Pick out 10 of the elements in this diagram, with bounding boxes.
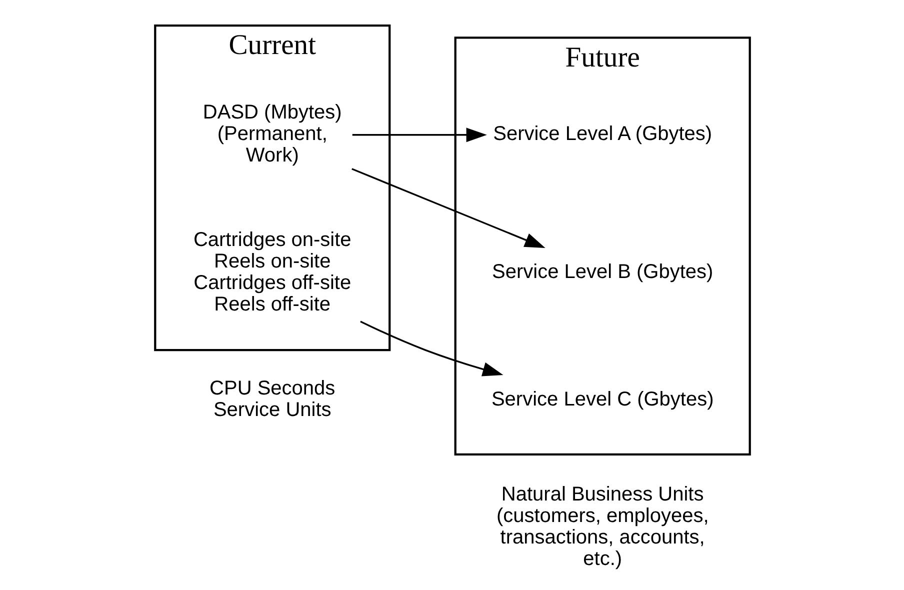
node-text: Service Level A (Gbytes) <box>492 123 712 146</box>
arrow <box>360 320 503 376</box>
arrow <box>351 168 545 248</box>
node-text: Service Level B (Gbytes) <box>492 261 713 284</box>
node-label: CPU Seconds Service Units <box>209 378 335 422</box>
node-text: Cartridges on-site Reels on-site Cartridges off-site Reels off-site <box>192 228 351 316</box>
arrow <box>352 128 486 142</box>
node-label: Natural Business Units (customers, employees, transactions, accounts, etc.) <box>496 483 708 570</box>
node-text: Service Level C (Gbytes) <box>490 388 714 410</box>
node-text: DASD (Mbytes) (Permanent, Work) <box>202 102 342 167</box>
